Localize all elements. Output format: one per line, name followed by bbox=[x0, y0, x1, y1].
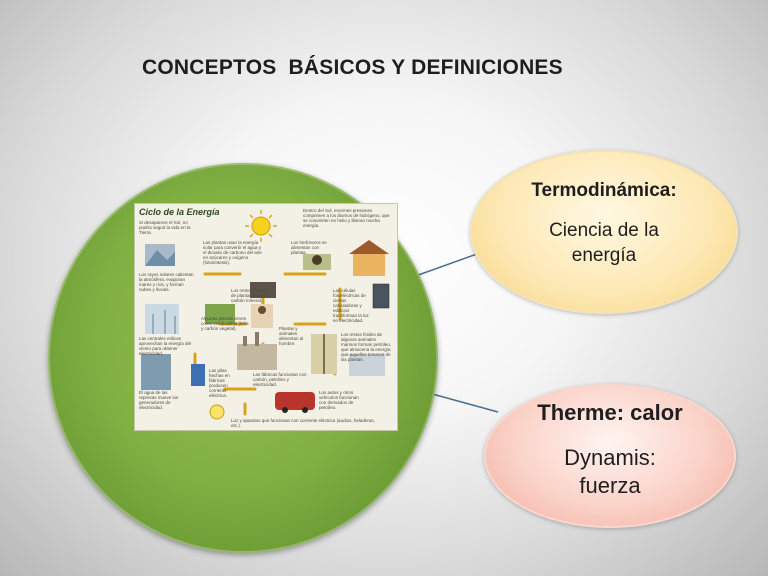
house-tile bbox=[353, 252, 385, 276]
image-caption: Algunas plantas sirven como combustible … bbox=[201, 316, 249, 331]
image-caption: Las plantas usan la energía solar para c… bbox=[203, 240, 262, 265]
image-heading: Ciclo de la Energía bbox=[139, 207, 220, 217]
image-caption: Los restos fósiles de algunos animales m… bbox=[341, 332, 392, 362]
light-bulb-icon bbox=[209, 404, 225, 420]
slide-title: CONCEPTOS BÁSICOS Y DEFINICIONES bbox=[142, 56, 563, 79]
definition-bubble-termodinamica: Termodinámica: Ciencia de la energía bbox=[470, 150, 738, 314]
plants-tile bbox=[205, 304, 235, 324]
energy-cycle-illustration bbox=[135, 204, 397, 430]
connector-bottom bbox=[424, 391, 499, 413]
image-caption: Las pilas hechas en fábricas producen co… bbox=[209, 368, 230, 398]
battery-tile bbox=[191, 364, 205, 386]
person-tile bbox=[251, 304, 273, 328]
image-caption: Las centrales eólicas aprovechan la ener… bbox=[139, 336, 192, 356]
dam-tile bbox=[141, 354, 171, 390]
wind-farm-tile bbox=[145, 304, 179, 334]
image-caption: Los autos y otros vehículos funcionan co… bbox=[319, 390, 359, 410]
image-caption: Plantas y animales alimentan al hombre. bbox=[279, 326, 304, 346]
image-caption: Los restos fósiles de plantas forman car… bbox=[231, 288, 268, 303]
bubble-text-value: Dynamis: fuerza bbox=[564, 445, 656, 498]
definition-bubble-etymology: Therme: calor Dynamis: fuerza bbox=[484, 384, 736, 528]
image-caption: Dentro del Sol, enormes presiones compri… bbox=[303, 208, 390, 228]
image-caption: Los herbívoros se alimentan con plantas. bbox=[291, 240, 327, 255]
energy-cycle-image: Ciclo de la Energía Si desaparece el Sol… bbox=[134, 203, 398, 431]
image-caption: Si desaparece el Sol, no podría seguir l… bbox=[139, 220, 191, 235]
tanker-tile bbox=[349, 354, 385, 376]
car-tile bbox=[275, 392, 315, 410]
bubble-label: Termodinámica: bbox=[531, 180, 677, 201]
sun-icon bbox=[245, 210, 277, 242]
bubble-text: Dynamis: fuerza bbox=[486, 444, 734, 500]
bubble-text: Ciencia de la energía bbox=[472, 218, 736, 268]
image-caption: Luz y aparatos que funcionan con corrien… bbox=[231, 418, 375, 428]
image-caption: Los rayos solares calientan la atmósfera… bbox=[139, 272, 194, 292]
factory-tile bbox=[237, 344, 277, 370]
image-caption: Las células fotoeléctricas de ciertas ca… bbox=[333, 288, 369, 323]
bubble-text-value: Ciencia de la energía bbox=[549, 220, 659, 266]
calculator-tile bbox=[372, 283, 390, 309]
image-caption: El agua de las represas mueve los genera… bbox=[139, 390, 179, 410]
image-caption: Las fábricas funcionan con carbón, petró… bbox=[253, 372, 307, 387]
bubble-label: Therme: calor bbox=[537, 400, 683, 425]
coal-tile bbox=[250, 282, 276, 298]
